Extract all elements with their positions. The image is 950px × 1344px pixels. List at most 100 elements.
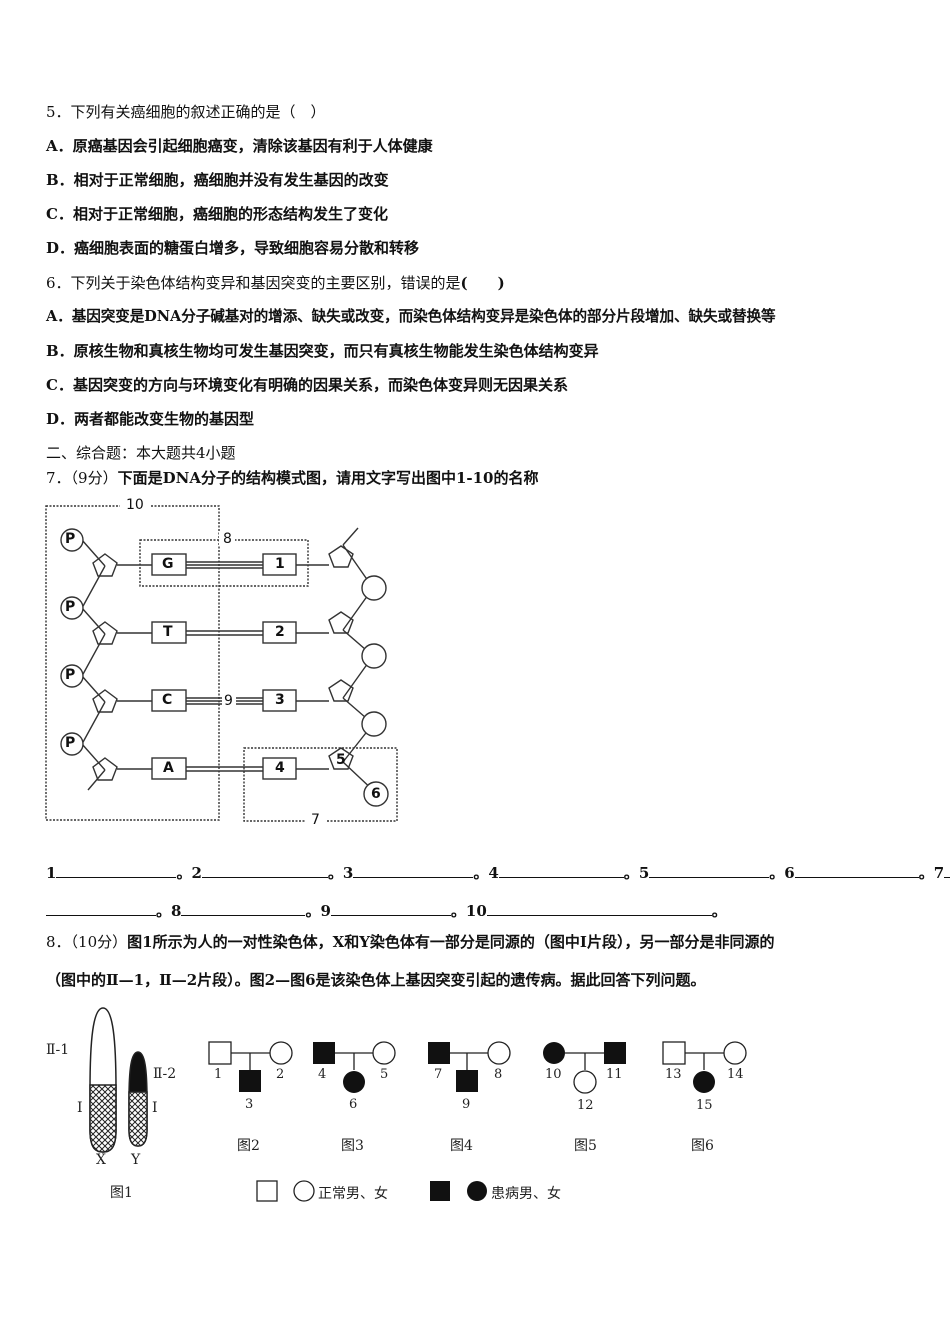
legend-normal-label: 正常男、女 (318, 1186, 388, 1202)
answer-blank-5[interactable] (649, 862, 770, 878)
x-chromosome (89, 1007, 117, 1153)
base-right-3: 3 (275, 692, 285, 708)
box-7 (243, 747, 398, 822)
pedigree-id: 14 (727, 1067, 744, 1082)
normal-female-2 (269, 1041, 293, 1065)
answer-blank-7[interactable] (46, 900, 156, 916)
phosphate-label: P (65, 531, 76, 547)
pedigree-id: 10 (545, 1067, 562, 1082)
base-right-1: 1 (275, 556, 285, 572)
answer-blank-1[interactable] (56, 862, 177, 878)
pedigree-id: 13 (665, 1067, 682, 1082)
normal-female-8 (487, 1041, 511, 1065)
legend-normal-female-icon (293, 1180, 315, 1202)
pedigree-id: 2 (276, 1067, 285, 1082)
normal-male-13 (662, 1041, 686, 1065)
q7-answer-line-1: 1。2。3。4。5。6。7 (46, 862, 950, 883)
fig1-label-ii2: Ⅱ-2 (153, 1066, 177, 1082)
q6-stem: 6．下列关于染色体结构变异和基因突变的主要区别，错误的是( ) (46, 274, 505, 292)
box-8 (139, 539, 309, 587)
q5-option-d: D．癌细胞表面的糖蛋白增多，导致细胞容易分散和转移 (46, 239, 420, 257)
normal-female-12 (573, 1070, 597, 1094)
answer-blank-9[interactable] (330, 900, 451, 916)
phosphate-label: P (65, 599, 76, 615)
fig1-label-seg-x: Ⅰ (77, 1100, 83, 1116)
q7-answer-line-2: 。8。9。10。 (46, 900, 727, 921)
q5-option-a: A．原癌基因会引起细胞癌变，清除该基因有利于人体健康 (46, 137, 433, 155)
label-6: 6 (371, 786, 381, 802)
pedigree-id: 11 (606, 1067, 623, 1082)
fig3-caption: 图3 (341, 1138, 364, 1154)
fig1-label-seg-y: Ⅰ (152, 1100, 158, 1116)
q6-option-c: C．基因突变的方向与环境变化有明确的因果关系，而染色体变异则无因果关系 (46, 376, 568, 394)
label-10: 10 (126, 497, 144, 513)
affected-female-10 (543, 1042, 565, 1064)
label-7: 7 (311, 812, 320, 828)
q8-stem-line-1: 8．（10分）图1所示为人的一对性染色体，X和Y染色体有一部分是同源的（图中Ⅰ片… (46, 933, 775, 951)
fig5-caption: 图5 (574, 1138, 597, 1154)
pedigree-id: 1 (214, 1067, 223, 1082)
pedigree-id: 5 (380, 1067, 389, 1082)
answer-blank-4[interactable] (498, 862, 624, 878)
legend-affected-label: 患病男、女 (491, 1186, 561, 1202)
label-9: 9 (224, 693, 233, 709)
section-heading: 二、综合题：本大题共4小题 (46, 444, 236, 462)
pedigree-id: 7 (434, 1067, 443, 1082)
pedigree-id: 4 (318, 1067, 327, 1082)
base-left: C (162, 692, 173, 708)
normal-female-14 (723, 1041, 747, 1065)
pedigree-id: 8 (494, 1067, 503, 1082)
answer-blank-8[interactable] (181, 900, 306, 916)
base-left: T (163, 624, 173, 640)
normal-male-1 (208, 1041, 232, 1065)
normal-female-5 (372, 1041, 396, 1065)
fig1-label-ii1: Ⅱ-1 (46, 1042, 70, 1058)
affected-male-4 (313, 1042, 335, 1064)
affected-male-7 (428, 1042, 450, 1064)
box-10 (45, 505, 220, 821)
q5-stem: 5．下列有关癌细胞的叙述正确的是（ ） (46, 103, 326, 121)
pedigree-id: 12 (577, 1098, 594, 1113)
phosphate-label: P (65, 667, 76, 683)
q6-option-d: D．两者都能改变生物的基因型 (46, 410, 255, 428)
pedigree-id: 3 (245, 1097, 254, 1112)
legend-normal-male-icon (256, 1180, 278, 1202)
y-chromosome (128, 1051, 148, 1147)
answer-blank-2[interactable] (201, 862, 328, 878)
pedigree-id: 15 (696, 1098, 713, 1113)
answer-blank-3[interactable] (353, 862, 474, 878)
base-right-2: 2 (275, 624, 285, 640)
affected-female-15 (693, 1071, 715, 1093)
fig1-label-y: Y (131, 1152, 141, 1168)
pedigree-id: 9 (462, 1097, 471, 1112)
q7-stem: 7．（9分）下面是DNA分子的结构模式图，请用文字写出图中1-10的名称 (46, 469, 539, 487)
legend-affected-male-icon (430, 1181, 450, 1201)
affected-female-6 (343, 1071, 365, 1093)
phosphate-label: P (65, 735, 76, 751)
q6-option-a: A．基因突变是DNA分子碱基对的增添、缺失或改变，而染色体结构变异是染色体的部分… (46, 308, 776, 325)
base-left: G (162, 556, 174, 572)
answer-blank-7-start[interactable] (944, 862, 950, 878)
fig4-caption: 图4 (450, 1138, 473, 1154)
q5-option-b: B．相对于正常细胞，癌细胞并没有发生基因的改变 (46, 171, 389, 189)
affected-male-11 (604, 1042, 626, 1064)
fig6-caption: 图6 (691, 1138, 714, 1154)
fig1-caption: 图1 (110, 1185, 133, 1201)
answer-blank-10[interactable] (486, 900, 712, 916)
legend-affected-female-icon (467, 1181, 487, 1201)
fig2-caption: 图2 (237, 1138, 260, 1154)
q6-option-b: B．原核生物和真核生物均可发生基因突变，而只有真核生物能发生染色体结构变异 (46, 342, 599, 360)
base-right-4: 4 (275, 760, 285, 776)
label-5: 5 (336, 752, 346, 768)
label-8: 8 (223, 531, 232, 547)
q8-stem-line-2: （图中的Ⅱ—1，Ⅱ—2片段）。图2—图6是该染色体上基因突变引起的遗传病。据此回… (46, 971, 706, 989)
affected-male-9 (456, 1070, 478, 1092)
fig1-label-x: X (96, 1152, 106, 1168)
base-left: A (163, 760, 174, 776)
answer-blank-6[interactable] (794, 862, 919, 878)
affected-male-3 (239, 1070, 261, 1092)
pedigree-id: 6 (349, 1097, 358, 1112)
q5-option-c: C．相对于正常细胞，癌细胞的形态结构发生了变化 (46, 205, 388, 223)
